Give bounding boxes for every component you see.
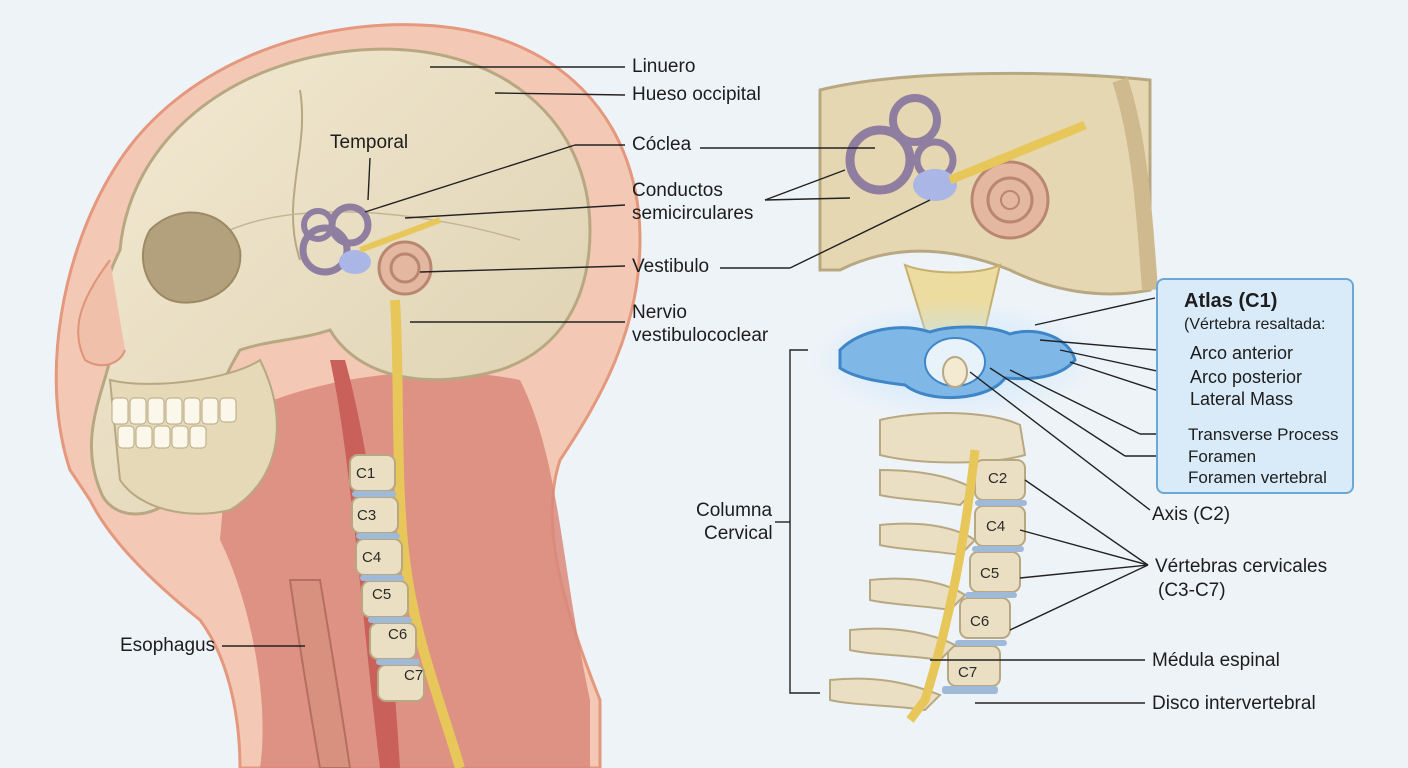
callout-item-foramen-vertebral: Foramen vertebral — [1188, 468, 1327, 487]
callout-item-transverse-process: Transverse Process — [1188, 425, 1339, 444]
vertebra-label: C5 — [980, 565, 1000, 582]
vertebra-label: C1 — [356, 465, 376, 482]
vertebrae-left — [349, 454, 425, 702]
label-nervio-line2: vestibulococlear — [632, 325, 769, 346]
label-disco: Disco intervertebral — [1152, 693, 1316, 714]
vertebra-label: C5 — [372, 586, 392, 603]
eye-socket — [141, 211, 242, 304]
vertebra-label: C7 — [404, 667, 424, 684]
vertebra-label: C3 — [357, 507, 377, 524]
label-vertebras-line1: Vértebras cervicales — [1155, 556, 1328, 577]
label-hueso-occipital: Hueso occipital — [632, 84, 761, 105]
teeth — [111, 397, 237, 449]
label-vestibulo: Vestibulo — [632, 256, 710, 277]
vertebra-label: C2 — [988, 470, 1008, 487]
callout-item-arco-posterior: Arco posterior — [1190, 367, 1303, 387]
label-axis: Axis (C2) — [1152, 504, 1231, 525]
inner-ear-right — [845, 94, 1087, 240]
label-vertebras-line2: (C3-C7) — [1158, 580, 1226, 601]
label-conductos-line1: Conductos — [632, 180, 723, 201]
label-medula: Médula espinal — [1152, 650, 1280, 671]
vertebra-label: C7 — [958, 664, 978, 681]
label-temporal: Temporal — [330, 132, 409, 153]
label-columna-line1: Columna — [696, 500, 773, 521]
discs-right — [942, 500, 1027, 694]
vertebra-label: C6 — [970, 613, 990, 630]
label-nervio-line1: Nervio — [632, 302, 687, 323]
callout-subtitle: (Vértebra resaltada: — [1184, 316, 1326, 333]
label-linuero: Linuero — [632, 56, 696, 77]
head-lateral-view — [54, 23, 642, 768]
spinal-cord-left — [390, 299, 465, 768]
nose — [77, 259, 126, 367]
callout-title: Atlas (C1) — [1184, 290, 1278, 312]
callout-item-foramen: Foramen — [1188, 447, 1257, 466]
label-conductos-line2: semicirculares — [632, 203, 754, 224]
callout-item-arco-anterior: Arco anterior — [1190, 343, 1294, 363]
vertebra-label: C4 — [986, 518, 1006, 535]
label-columna-line2: Cervical — [704, 523, 773, 544]
esophagus — [288, 579, 352, 768]
label-coclea: Cóclea — [632, 134, 692, 155]
cervical-detail-view — [810, 71, 1158, 723]
discs-left — [352, 491, 420, 665]
vertebrae-right — [829, 412, 1027, 712]
label-esophagus: Esophagus — [120, 635, 216, 656]
atlas-callout-box — [1156, 278, 1354, 494]
vertebra-label: C4 — [362, 549, 382, 566]
inner-ear-left — [299, 203, 442, 296]
spinal-cord-right — [906, 449, 980, 723]
callout-item-lateral-mass: Lateral Mass — [1190, 389, 1294, 409]
vertebra-label: C6 — [388, 626, 408, 643]
